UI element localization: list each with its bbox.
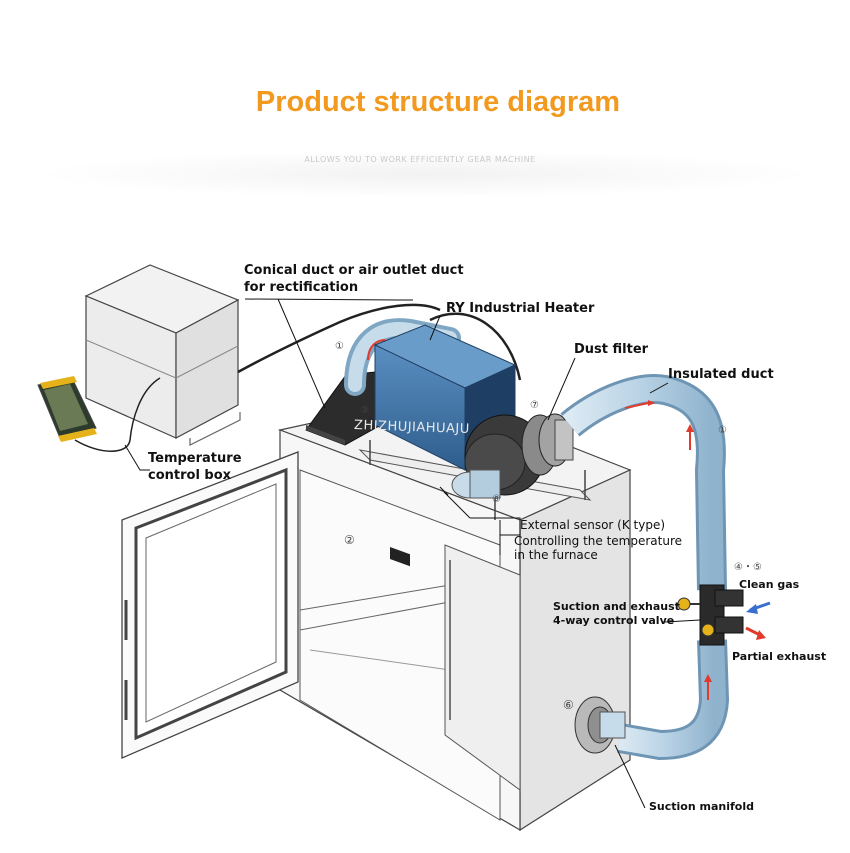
flow-arrow [367,339,386,361]
part-number-6: ⑥ [563,698,574,712]
label-insulated-duct: Insulated duct [668,367,774,382]
suction-manifold [574,696,626,754]
part-number-8: ⑧ [492,494,501,505]
label-controlling-line1: Controlling the temperature [514,534,683,548]
part-number-3: ③ [360,405,369,416]
insulated-duct [560,374,730,761]
label-temperature-line1: Temperature [148,451,242,466]
part-number-7: ⑦ [530,400,539,411]
header-banner [30,150,820,198]
leader-lines [124,298,701,809]
label-dust-filter: Dust filter [574,342,649,357]
page-subtitle: ALLOWS YOU TO WORK EFFICIENTLY GEAR MACH… [304,155,536,164]
part-number-4-5: ④・⑤ [734,562,762,573]
label-partial-exhaust: Partial exhaust [732,650,827,663]
label-controlling-line2: in the furnace [514,548,598,562]
temperature-control-box [84,264,241,446]
label-suction-manifold: Suction manifold [649,800,754,813]
label-clean-gas: Clean gas [739,578,800,591]
label-temperature-line2: control box [148,468,232,483]
label-suction-valve-line2: 4-way control valve [553,614,675,627]
part-number-2: ② [344,533,355,547]
furnace-door [121,451,299,759]
four-way-control-valve [677,584,771,646]
part-number-1-duct: ① [718,425,727,436]
part-number-1-outlet: ① [335,341,344,352]
dust-filter [521,413,574,476]
controller-panel [37,376,97,442]
label-conical-duct-line1: Conical duct or air outlet duct [244,263,464,278]
label-conical-duct-line2: for rectification [244,280,359,295]
label-ry-industrial-heater: RY Industrial Heater [446,301,595,316]
label-external-sensor: External sensor (K type) [520,518,666,532]
page-title: Product structure diagram [255,86,621,118]
label-suction-valve-line1: Suction and exhaust [553,600,680,613]
